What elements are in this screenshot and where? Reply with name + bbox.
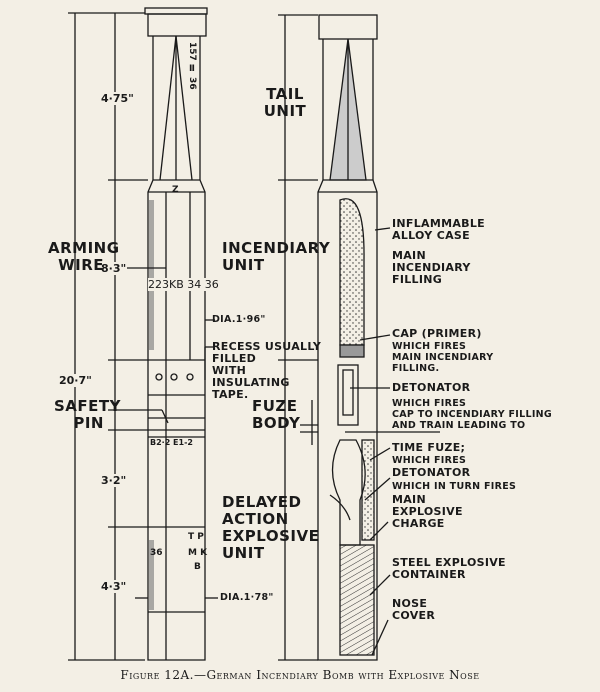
- left-bomb-exterior: [144, 7, 208, 661]
- detonator2-sub: WHICH IN TURN FIRES: [392, 481, 517, 492]
- b-marking: B: [194, 562, 201, 572]
- steel-container-callout: STEEL EXPLOSIVE CONTAINER: [392, 556, 506, 581]
- main-filling-callout: MAIN INCENDIARY FILLING: [392, 249, 471, 286]
- cap-callout: CAP (PRIMER): [392, 327, 482, 340]
- dim-total: 20·7": [58, 374, 93, 387]
- dia-lower: DIA.1·78": [220, 592, 274, 603]
- mk-marking: M K: [188, 548, 208, 558]
- tp-marking: T P: [188, 532, 204, 542]
- dim-incendiary: 8·3": [100, 262, 128, 275]
- tail-unit-label: TAIL UNIT: [263, 85, 307, 120]
- safety-pin-label: SAFETY PIN: [54, 397, 121, 432]
- incendiary-unit-label: INCENDIARY UNIT: [222, 239, 331, 274]
- detonator2-callout: DETONATOR: [392, 466, 471, 479]
- dim-fuze: 3·2": [100, 474, 128, 487]
- dim-nose: 4·3": [100, 580, 128, 593]
- recess-label: RECESS USUALLY FILLED WITH INSULATING TA…: [212, 340, 322, 401]
- ring-stamp: B2·2 E1-2: [150, 438, 193, 447]
- nose-cover-callout: NOSE COVER: [392, 597, 436, 622]
- left-leader-lines: [108, 267, 218, 599]
- right-bomb-section: [317, 14, 378, 661]
- tail-stamp: 157 Ⅱ 36: [187, 42, 197, 90]
- dia-upper: DIA.1·96": [212, 314, 266, 325]
- detonator-sub: WHICH FIRES CAP TO INCENDIARY FILLING AN…: [392, 398, 553, 431]
- dimension-lines-left: [68, 12, 148, 661]
- delayed-unit-label: DELAYED ACTION EXPLOSIVE UNIT: [222, 493, 320, 562]
- alloy-case-callout: INFLAMMABLE ALLOY CASE: [392, 217, 485, 242]
- dim-tail: 4·75": [100, 92, 135, 105]
- body-stamp: 223KB 34 36: [148, 278, 219, 291]
- time-fuze-callout: TIME FUZE;: [392, 441, 466, 454]
- detonator-callout: DETONATOR: [392, 381, 471, 394]
- figure-caption: Figure 12A.—German Incendiary Bomb with …: [120, 668, 480, 682]
- fuze-body-label: FUZE BODY: [252, 397, 301, 432]
- nose-36-marking: 36: [150, 548, 163, 558]
- time-fuze-sub: WHICH FIRES: [392, 455, 467, 466]
- arming-wire-label: ARMING WIRE: [48, 239, 120, 274]
- right-leader-lines: [345, 227, 440, 656]
- cap-sub: WHICH FIRES MAIN INCENDIARY FILLING.: [392, 341, 494, 374]
- main-charge-callout: MAIN EXPLOSIVE CHARGE: [392, 493, 463, 530]
- z-marking: Z: [172, 185, 179, 195]
- dimension-lines-right: [278, 14, 318, 661]
